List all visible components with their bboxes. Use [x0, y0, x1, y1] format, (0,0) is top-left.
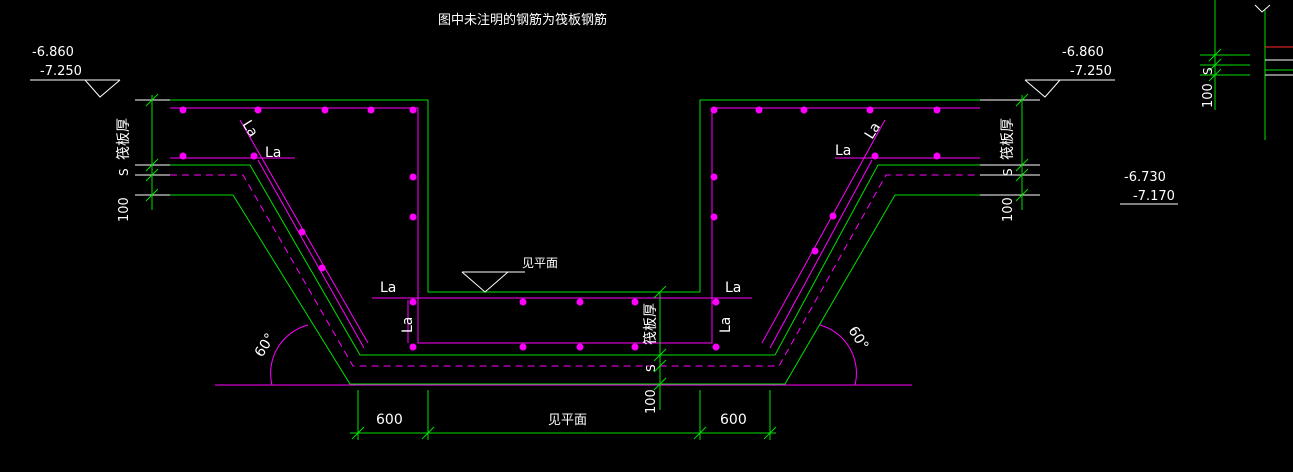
dimension-left: 筏板厚 S 100 [115, 93, 159, 222]
raft-thickness-center: 筏板厚 [642, 303, 659, 345]
la-left-top: La [265, 145, 281, 161]
cover-partial: S [1201, 67, 1215, 75]
cover-right: S [1001, 168, 1015, 176]
cover-left: S [117, 168, 131, 176]
rebar-lines [170, 119, 980, 386]
elevation-marker-left: -6.860 -7.250 [30, 45, 121, 98]
la-bottom-left-vertical: La [400, 317, 416, 333]
raft-thickness-right: 筏板厚 [999, 118, 1016, 160]
la-bottom-left: La [380, 280, 396, 296]
la-left-slope: La [239, 118, 261, 140]
la-bottom-right: La [725, 280, 741, 296]
la-right-slope: La [862, 120, 884, 142]
la-right-top: La [835, 143, 851, 159]
elevation-marker-mid-right: -6.730 -7.170 [1120, 170, 1178, 205]
pit-bottom-elevation: 见平面 [461, 256, 558, 293]
elevation-right-bottom: -7.250 [1070, 64, 1112, 79]
width-left-label: 600 [376, 412, 403, 428]
cushion-left: 100 [117, 197, 132, 222]
elevation-mid-right-bottom: -7.170 [1133, 189, 1175, 204]
angle-right: 60° [845, 324, 872, 354]
dimension-right: 筏板厚 S 100 [999, 93, 1029, 222]
elevation-left-bottom: -7.250 [40, 64, 82, 79]
cushion-right: 100 [1001, 197, 1016, 222]
dimension-bottom: 600 见平面 600 [350, 390, 777, 440]
cover-center: S [644, 364, 658, 372]
elevation-marker-right: -6.860 -7.250 [1024, 45, 1115, 98]
drawing-note: 图中未注明的钢筋为筏板钢筋 [438, 12, 607, 28]
dimension-center: 筏板厚 S 100 [642, 285, 667, 414]
la-bottom-right-vertical: La [718, 317, 734, 333]
anchorage-labels: La La La La La La La La [239, 118, 884, 333]
see-plan-bottom: 见平面 [548, 413, 587, 428]
raft-thickness-left: 筏板厚 [115, 118, 132, 160]
rebar-dots [179, 106, 941, 351]
partial-detail-right: S 100 [1200, 0, 1293, 140]
cushion-center: 100 [644, 389, 659, 414]
elevation-left-top: -6.860 [32, 45, 74, 60]
pit-concrete-outline [170, 99, 980, 385]
cushion-partial: 100 [1201, 83, 1216, 108]
elevation-right-top: -6.860 [1062, 45, 1104, 60]
angle-left: 60° [252, 331, 279, 361]
see-plan-top: 见平面 [522, 256, 558, 270]
width-right-label: 600 [720, 412, 747, 428]
elevation-mid-right-top: -6.730 [1124, 170, 1166, 185]
